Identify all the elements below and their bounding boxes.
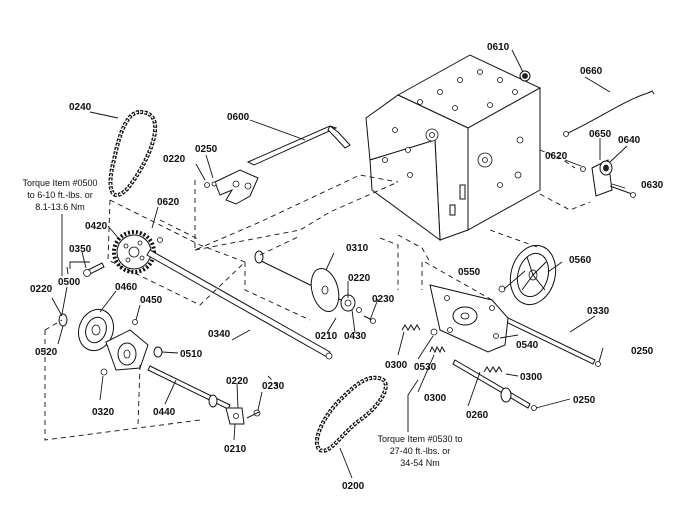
label-0460: 0460 [115, 282, 138, 293]
label-0620-b: 0620 [157, 197, 180, 208]
label-0300-c: 0300 [520, 372, 543, 383]
label-0420: 0420 [85, 221, 108, 232]
frame-housing [365, 54, 542, 242]
torque-note-0530: Torque Item #0530 to 27-40 ft.-lbs. or 3… [377, 434, 462, 468]
torque-note-0500-line3: 8.1-13.6 Nm [35, 202, 85, 212]
label-0340: 0340 [208, 329, 231, 340]
label-0310: 0310 [346, 243, 369, 254]
shift-bracket-0640 [580, 159, 636, 198]
dashed-outlines [44, 149, 591, 441]
label-0230-b: 0230 [262, 381, 285, 392]
label-0240: 0240 [69, 102, 92, 113]
chain-0240 [108, 109, 158, 197]
part-labels: 0610 0660 0240 0600 0220 0250 0650 0640 … [30, 42, 664, 492]
label-0260: 0260 [466, 410, 489, 421]
label-0300-b: 0300 [424, 393, 447, 404]
spring-0300-a [401, 324, 421, 331]
label-0500: 0500 [58, 277, 81, 288]
label-0660: 0660 [580, 66, 603, 77]
label-0220-a: 0220 [163, 154, 186, 165]
spring-0300-c [483, 366, 503, 373]
label-0520: 0520 [35, 347, 58, 358]
torque-note-0530-line3: 34-54 Nm [400, 458, 440, 468]
label-0440: 0440 [153, 407, 176, 418]
label-0330: 0330 [587, 306, 610, 317]
drive-disc-0560 [498, 244, 557, 306]
label-0320: 0320 [92, 407, 115, 418]
bearing-0610 [519, 70, 531, 82]
cable-0660 [563, 90, 655, 137]
label-0530: 0530 [414, 362, 437, 373]
label-0250-b: 0250 [631, 346, 654, 357]
label-0600: 0600 [227, 112, 250, 123]
label-0620-a: 0620 [545, 151, 568, 162]
label-0540: 0540 [516, 340, 539, 351]
shift-rod-0600 [204, 125, 351, 205]
label-0510: 0510 [180, 349, 203, 360]
label-0350: 0350 [69, 244, 92, 255]
bolt-0530 [430, 328, 438, 336]
label-0210-a: 0210 [315, 331, 338, 342]
gear-plate-0540 [429, 284, 509, 353]
label-0300-a: 0300 [385, 360, 408, 371]
torque-note-0530-line2: 27-40 ft.-lbs. or [390, 446, 451, 456]
label-0650: 0650 [589, 129, 612, 140]
label-0220-d: 0220 [226, 376, 249, 387]
label-0200: 0200 [342, 481, 365, 492]
label-0610: 0610 [487, 42, 510, 53]
bearing-housing-0450 [100, 319, 163, 376]
spring-0300-b [429, 345, 446, 354]
label-0220-b: 0220 [348, 273, 371, 284]
torque-note-0500-line1: Torque Item #0500 [22, 178, 97, 188]
label-0430: 0430 [344, 331, 367, 342]
label-0250-a: 0250 [195, 144, 218, 155]
label-0450: 0450 [140, 295, 163, 306]
torque-note-0500: Torque Item #0500 to 6-10 ft.-lbs. or 8.… [22, 178, 98, 276]
label-0250-c: 0250 [573, 395, 596, 406]
label-0640: 0640 [618, 135, 641, 146]
torque-note-0530-line1: Torque Item #0530 to [377, 434, 462, 444]
shaft-0340 [146, 237, 333, 360]
washer-0520 [58, 313, 68, 327]
friction-disc-0310 [254, 250, 376, 324]
shaft-0440 [147, 365, 261, 425]
shaft-0260 [452, 359, 537, 411]
leader-lines [51, 49, 628, 479]
torque-note-0500-line2: to 6-10 ft.-lbs. or [27, 190, 93, 200]
label-0630: 0630 [641, 180, 664, 191]
label-0230-a: 0230 [372, 294, 395, 305]
chain-0200 [314, 375, 388, 453]
label-0220-c: 0220 [30, 284, 53, 295]
bolt-0350 [83, 262, 105, 277]
label-0210-b: 0210 [224, 444, 247, 455]
flange-0460 [77, 308, 115, 352]
label-0560: 0560 [569, 255, 592, 266]
label-0550: 0550 [458, 267, 481, 278]
